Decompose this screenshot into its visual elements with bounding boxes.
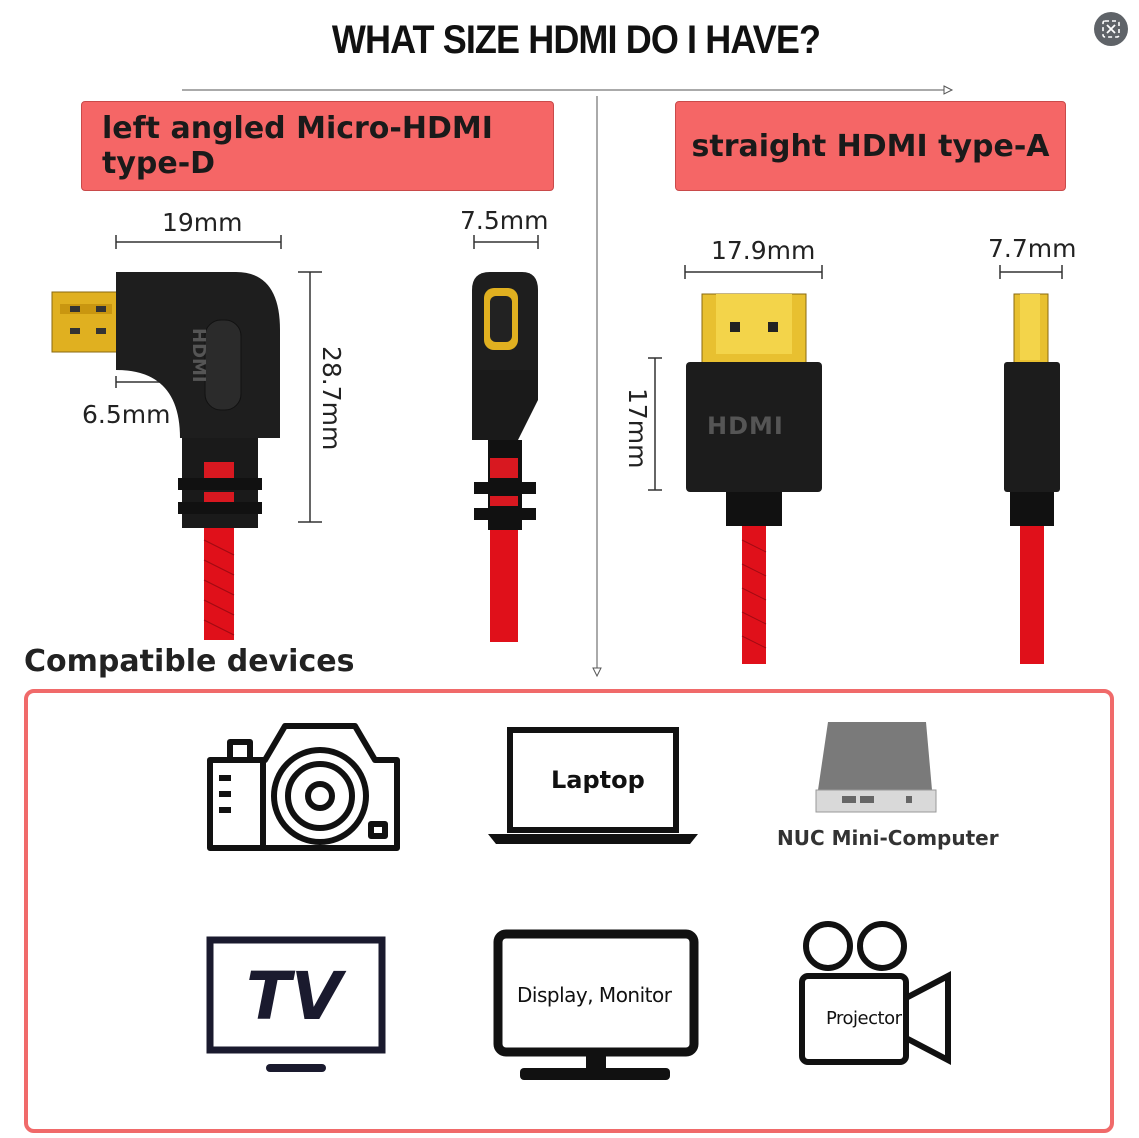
compatible-devices-box — [24, 689, 1114, 1133]
hdmi-type-a-front — [648, 265, 823, 664]
left-height-dim: 28.7mm — [317, 346, 346, 451]
hdmi-type-a-side — [999, 265, 1063, 664]
tv-icon — [206, 936, 386, 1072]
tv-label: TV — [246, 958, 343, 1035]
monitor-label: Display, Monitor — [517, 983, 672, 1007]
close-button[interactable] — [1094, 12, 1128, 46]
micro-hdmi-connector-front — [51, 235, 322, 640]
left-connector-banner: left angled Micro-HDMI type-D — [81, 101, 554, 191]
laptop-label: Laptop — [551, 766, 645, 794]
nuc-label: NUC Mini-Computer — [777, 826, 999, 850]
camera-icon — [207, 723, 400, 851]
close-icon — [1102, 20, 1120, 38]
right-width-dim: 17.9mm — [711, 236, 816, 265]
micro-hdmi-connector-side — [472, 235, 539, 642]
divider-arrows — [182, 85, 954, 678]
right-connector-banner: straight HDMI type-A — [675, 101, 1066, 191]
right-connector-label: straight HDMI type-A — [691, 128, 1050, 164]
left-connector-label: left angled Micro-HDMI type-D — [102, 111, 493, 181]
left-tip-dim: 6.5mm — [82, 400, 171, 429]
left-width-dim: 19mm — [162, 208, 243, 237]
laptop-icon — [488, 727, 698, 844]
mini-computer-icon — [815, 722, 937, 813]
page-title: WHAT SIZE HDMI DO I HAVE? — [331, 18, 821, 62]
projector-icon — [799, 921, 951, 1065]
right-brand-mark: HDMI — [707, 412, 784, 440]
right-side-dim: 7.7mm — [988, 234, 1077, 263]
compatible-devices-title: Compatible devices — [24, 644, 355, 679]
projector-label: Projector — [826, 1008, 902, 1029]
right-height-dim: 17mm — [623, 388, 652, 469]
left-brand-mark: HDMI — [188, 328, 209, 383]
left-side-dim: 7.5mm — [460, 206, 549, 235]
monitor-icon — [493, 929, 699, 1080]
